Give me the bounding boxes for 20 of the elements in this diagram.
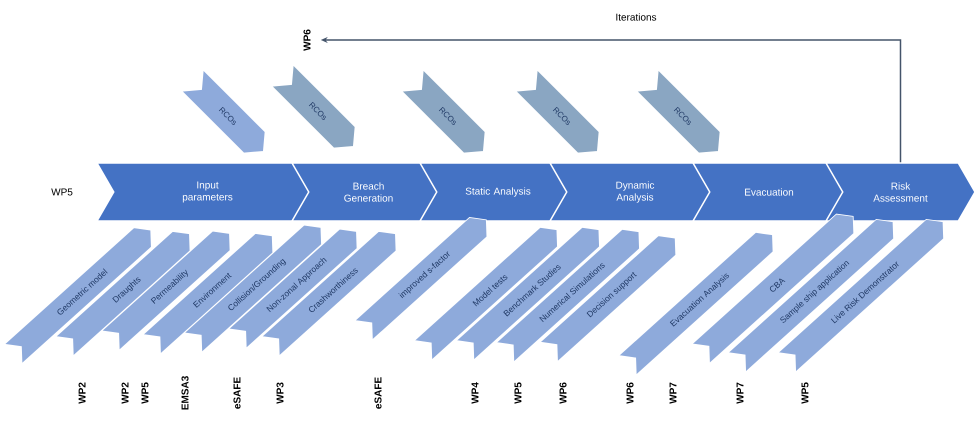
work-package-label: WP7 xyxy=(670,382,676,404)
edge-label: Iterations xyxy=(616,13,656,21)
work-package-label: WP2 xyxy=(78,382,86,404)
work-package-label: WP6 xyxy=(626,382,634,404)
work-package-label: EMSA3 xyxy=(181,376,189,410)
work-package-label: WP6 xyxy=(559,382,567,404)
work-package-label: WP5 xyxy=(142,382,148,404)
work-package-label: eSAFE xyxy=(374,377,382,409)
work-package-label: eSAFE xyxy=(233,377,241,409)
node-label: Risk Assessment xyxy=(873,182,928,202)
stage-band: Input parameters xyxy=(96,162,319,222)
work-package-label: WP7 xyxy=(736,382,744,404)
work-package-label: WP5 xyxy=(802,382,808,404)
work-package-label: WP5 xyxy=(51,188,72,196)
work-package-label: WP4 xyxy=(472,382,478,404)
stage-band: Risk Assessment xyxy=(824,162,976,222)
work-package-label: WP6 xyxy=(303,30,311,51)
work-package-label: WP3 xyxy=(276,382,284,404)
work-package-label: WP2 xyxy=(122,382,128,404)
work-package-label: WP5 xyxy=(514,382,522,404)
